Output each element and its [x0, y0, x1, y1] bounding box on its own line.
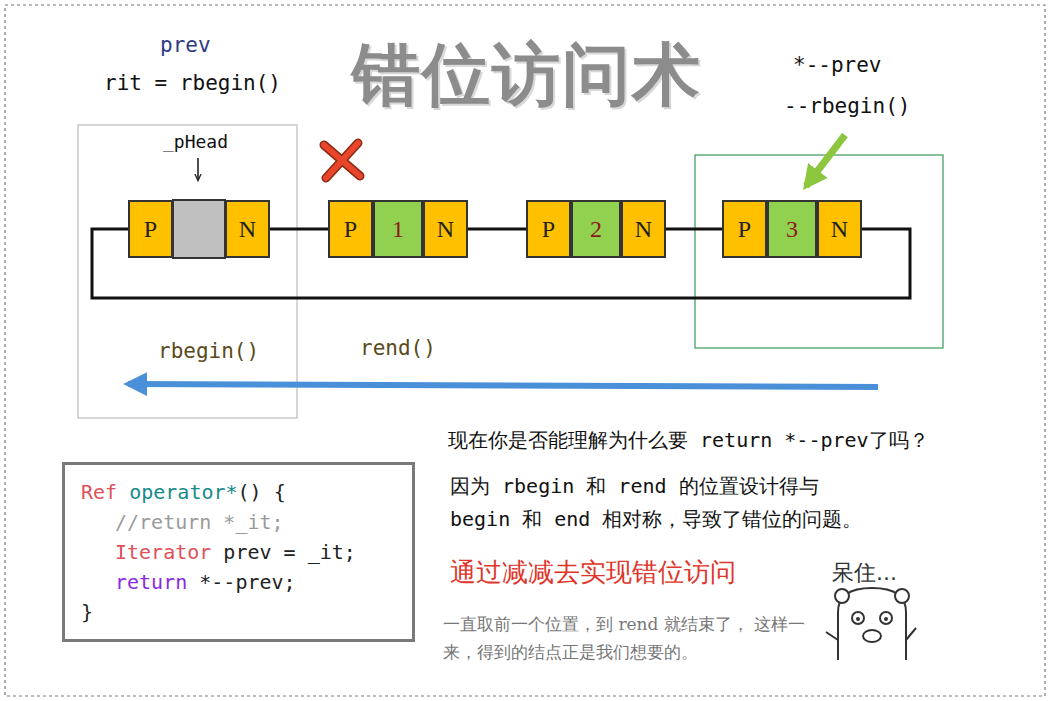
bear-eye [852, 612, 864, 624]
dashed-frame [5, 5, 1045, 696]
bear-ear [835, 589, 849, 603]
label-wrap: rbegin() [158, 338, 259, 365]
code-type: Ref [81, 480, 117, 504]
code-line: } [81, 597, 396, 627]
pointer-name: P [738, 216, 751, 243]
node-value: 3 [786, 216, 798, 243]
link-line [270, 228, 328, 231]
bear-arm [826, 628, 916, 640]
code-label: *--prev [793, 53, 882, 77]
code-token: () { [238, 480, 286, 504]
note-text: 一直取前一个位置，到 rend 就结束了， 这样一来，得到的结点正是我们想要的。 [443, 614, 805, 662]
code-line: Iterator prev = _it; [81, 537, 396, 567]
pointer-name: P [542, 216, 555, 243]
pointer-arrow [197, 158, 199, 180]
pointer-label: prev [160, 33, 211, 57]
title: 错位访问术 [352, 35, 702, 114]
label-wrap: 一直取前一个位置，到 rend 就结束了， 这样一来，得到的结点正是我们想要的。 [443, 610, 823, 666]
pointer-cell: N [621, 200, 666, 258]
label-wrap: --rbegin() [784, 93, 910, 120]
bear-pupil [856, 617, 860, 621]
code-token: *--prev; [187, 570, 295, 594]
link-line [468, 228, 526, 231]
highlight-text: 通过减减去实现错位访问 [450, 557, 736, 587]
label-wrap: *--prev [793, 52, 882, 79]
code-comment: //return *_it; [115, 510, 284, 534]
data-cell: 2 [571, 200, 621, 258]
bear-ear [895, 589, 909, 603]
code-label: rit = rbegin() [104, 71, 281, 95]
explanation-text: 因为 rbegin 和 rend 的位置设计得与 begin 和 end 相对称… [450, 474, 862, 531]
code-line: return *--prev; [81, 567, 396, 597]
pointer-cell: P [526, 200, 571, 258]
bear-sticker [826, 588, 916, 660]
pointer-cell: N [817, 200, 862, 258]
pointer-cell: P [128, 200, 173, 258]
code-function: operator* [129, 480, 237, 504]
pointer-cell: N [225, 200, 270, 258]
data-cell: 1 [373, 200, 423, 258]
label-wrap: rend() [360, 335, 436, 362]
code-type: Iterator [115, 540, 211, 564]
question-text: 现在你是否能理解为什么要 return *--prev了吗？ [448, 428, 929, 452]
code-token: prev = _it; [211, 540, 356, 564]
label-wrap: 现在你是否能理解为什么要 return *--prev了吗？ [448, 427, 1038, 453]
head-data-cell [173, 200, 225, 258]
code-label: --rbegin() [784, 94, 910, 118]
code-keyword: return [115, 570, 187, 594]
rbegin-highlight-box [78, 125, 297, 418]
pointer-name: P [344, 216, 357, 243]
label-wrap: 因为 rbegin 和 rend 的位置设计得与 begin 和 end 相对称… [450, 470, 870, 536]
sticker-text: 呆住... [832, 560, 897, 585]
pointer-name: N [635, 216, 652, 243]
cross-stroke [324, 143, 360, 178]
pointer-name: N [239, 216, 256, 243]
direction-arrow [128, 384, 878, 387]
code-line: Ref operator*() { [81, 477, 396, 507]
cross-shadow [324, 143, 360, 178]
pointer-name: N [437, 216, 454, 243]
pointer-cell: N [423, 200, 468, 258]
bear-eye [880, 612, 892, 624]
pointer-arrow [806, 135, 845, 186]
code-token [117, 480, 129, 504]
pointer-cell: P [722, 200, 767, 258]
bear-snout [863, 630, 881, 642]
label-wrap: _pHead [163, 130, 228, 153]
iterator-label: rend() [360, 336, 436, 360]
label-wrap: prev [160, 32, 211, 59]
code-box: Ref operator*() { //return *_it; Iterator … [62, 462, 415, 642]
code-token: } [81, 600, 93, 624]
link-line [666, 228, 722, 231]
pointer-name: P [144, 216, 157, 243]
node-value: 2 [590, 216, 602, 243]
cross-mark [324, 143, 360, 178]
prev-highlight-box [695, 155, 943, 348]
bear-pupil [884, 617, 888, 621]
data-cell: 3 [767, 200, 817, 258]
pointer-cell: P [328, 200, 373, 258]
head-label: _pHead [163, 131, 228, 152]
title-wrap: 错位访问术 [352, 30, 702, 121]
label-wrap: rit = rbegin() [104, 70, 281, 97]
code-line: //return *_it; [81, 507, 396, 537]
label-wrap: 通过减减去实现错位访问 [450, 555, 736, 589]
pointer-name: N [831, 216, 848, 243]
node-value: 1 [392, 216, 404, 243]
iterator-label: rbegin() [158, 339, 259, 363]
label-wrap: 呆住... [832, 558, 897, 587]
